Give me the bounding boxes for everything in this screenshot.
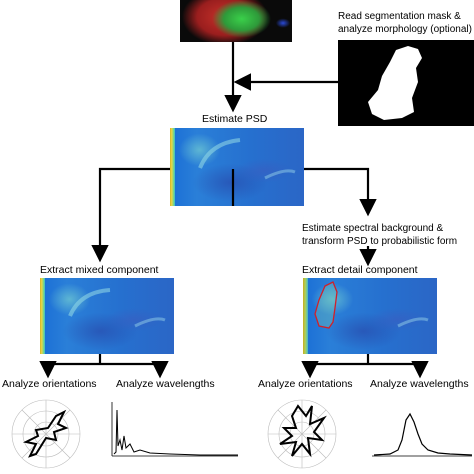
right-orientation-polar-plot: [267, 399, 337, 469]
left-wavelength-plot: [111, 402, 238, 457]
estimate-background-label: Estimate spectral background & transform…: [302, 223, 458, 247]
cell-image: [180, 0, 292, 42]
detail-component-panel: [303, 278, 437, 354]
right-wavelengths-label: Analyze wavelengths: [370, 378, 469, 390]
read-mask-label: Read segmentation mask & analyze morphol…: [338, 11, 472, 35]
left-orientation-polar-plot: [11, 399, 81, 469]
psd-panel: [170, 128, 304, 206]
mixed-component-panel: [40, 278, 174, 354]
left-orientations-label: Analyze orientations: [2, 378, 97, 390]
mask-shape: [368, 46, 422, 120]
extract-mixed-label: Extract mixed component: [40, 264, 159, 276]
right-wavelength-plot: [372, 412, 473, 457]
extract-detail-label: Extract detail component: [302, 264, 418, 276]
segmentation-mask-image: [338, 40, 474, 126]
estimate-psd-label: Estimate PSD: [202, 113, 268, 125]
left-wavelengths-label: Analyze wavelengths: [116, 378, 215, 390]
right-orientations-label: Analyze orientations: [258, 378, 353, 390]
detail-outline: [314, 281, 338, 329]
